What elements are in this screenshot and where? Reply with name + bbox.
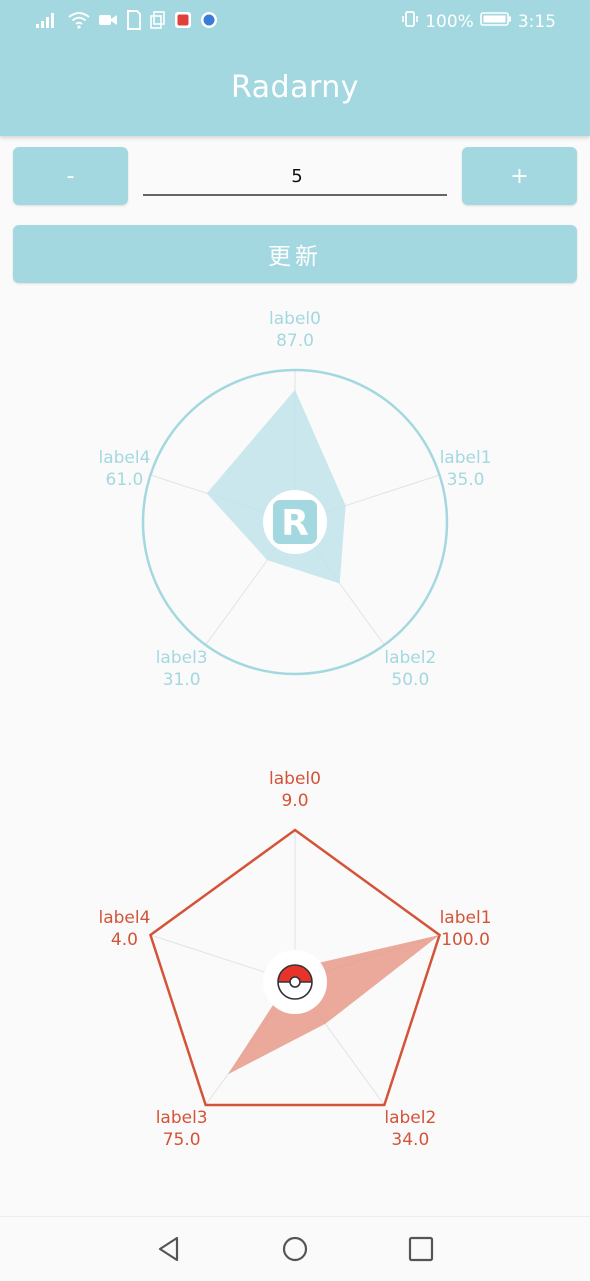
status-right: 100% 3:15 (401, 10, 556, 33)
radar-value-label: 9.0 (281, 791, 308, 811)
increment-button[interactable]: + (462, 147, 577, 205)
status-left (34, 10, 218, 35)
radar-axis-label: label0 (269, 309, 321, 329)
radar-value-label: 100.0 (441, 930, 490, 950)
radar-axis-label: label4 (98, 908, 150, 928)
radar-value-label: 75.0 (163, 1130, 201, 1150)
update-button[interactable]: 更新 (13, 225, 577, 283)
status-bar: 100% 3:15 (0, 0, 590, 44)
home-icon[interactable] (281, 1235, 309, 1263)
decrement-button[interactable]: - (13, 147, 128, 205)
radar-outline (141, 368, 449, 676)
radar-axis-label: label1 (440, 448, 492, 468)
vibrate-icon (401, 10, 419, 33)
app-red-icon (174, 11, 192, 34)
radar-outline (148, 828, 442, 1107)
radar-axis-label: label1 (440, 908, 492, 928)
radar-axis-label: label3 (156, 648, 208, 668)
clock: 3:15 (517, 11, 556, 32)
radar-axis-label: label2 (384, 1108, 436, 1128)
count-field[interactable] (143, 158, 451, 196)
radar-value-label: 61.0 (106, 470, 144, 490)
radar-axis-label: label2 (384, 648, 436, 668)
radar-axis-label: label0 (269, 769, 321, 789)
browser-icon (200, 11, 218, 34)
radar-data-area (227, 935, 440, 1075)
back-icon[interactable] (155, 1235, 183, 1263)
svg-text:R: R (281, 503, 309, 544)
radar-value-label: 87.0 (276, 331, 314, 351)
pokeball-icon (263, 950, 327, 1014)
radar-value-label: 35.0 (447, 470, 485, 490)
radar-value-label: 31.0 (163, 670, 201, 690)
app-bar: 100% 3:15 Radarny (0, 0, 590, 136)
count-input[interactable] (143, 158, 451, 194)
wifi-icon (68, 11, 90, 34)
radar-axis-label: label4 (98, 448, 150, 468)
copy-icon (150, 11, 166, 34)
radar-data-area (206, 389, 346, 584)
radar-value-label: 4.0 (111, 930, 138, 950)
radar-value-label: 50.0 (391, 670, 429, 690)
video-icon (98, 12, 118, 33)
registered-r-icon: R (263, 490, 327, 554)
signal-icon (34, 11, 60, 34)
app-title: Radarny (230, 70, 360, 105)
radar-value-label: 34.0 (391, 1130, 429, 1150)
battery-percent: 100% (425, 11, 474, 32)
recents-icon[interactable] (407, 1235, 435, 1263)
sim-icon (126, 10, 142, 35)
navigation-bar (0, 1216, 590, 1281)
battery-icon (480, 11, 512, 32)
radar-axis-label: label3 (156, 1108, 208, 1128)
